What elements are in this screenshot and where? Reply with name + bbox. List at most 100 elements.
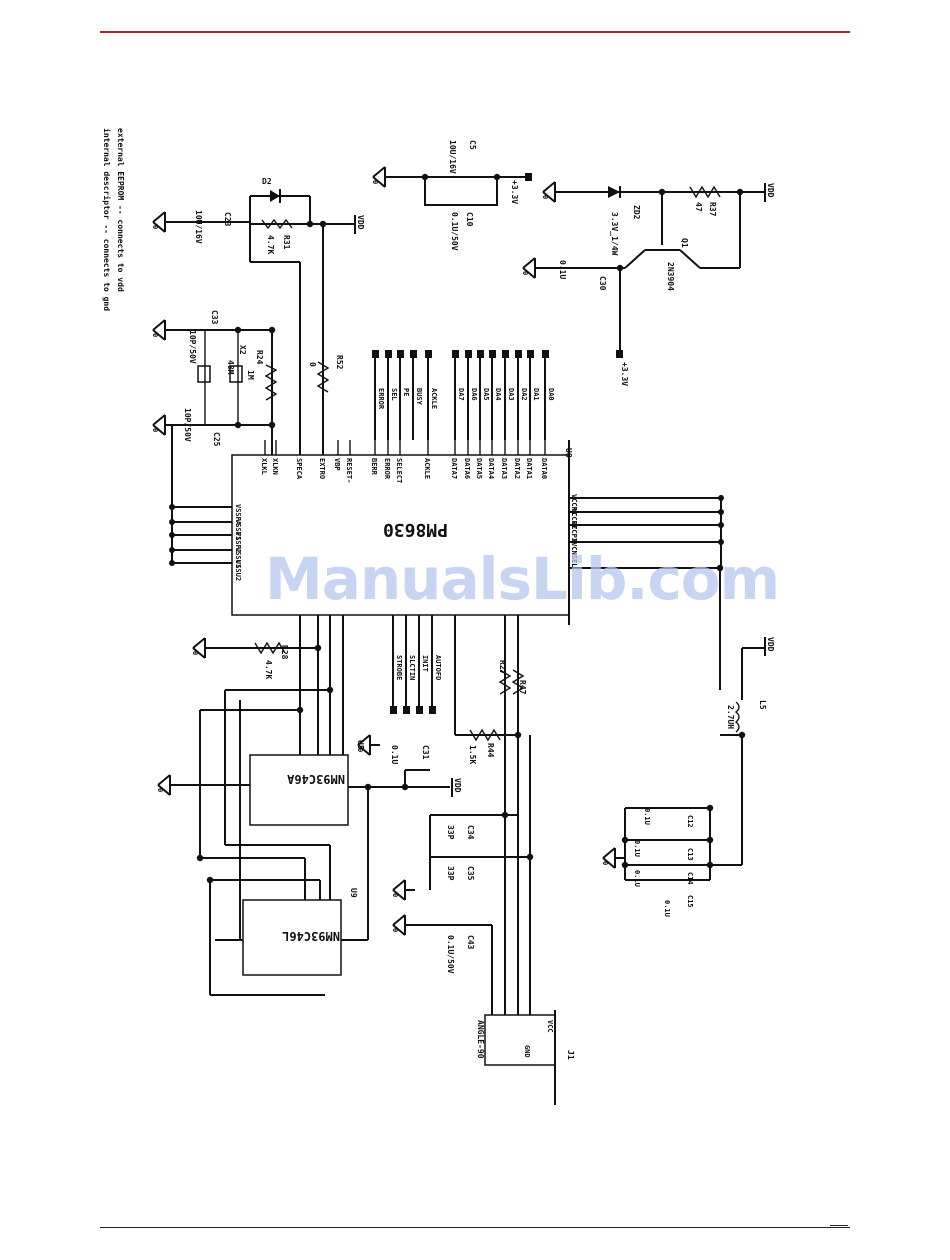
- zd2-value: 3.3V_1/4W: [610, 212, 619, 256]
- chip-pin-label: ACKLE: [423, 458, 431, 479]
- c10-value: 0.1U/50V: [450, 212, 459, 251]
- svg-text:0: 0: [356, 748, 364, 752]
- r44-resistor: [469, 728, 501, 742]
- q1-emitter: [624, 249, 646, 269]
- r52-resistor: [316, 361, 330, 393]
- svg-text:0: 0: [521, 271, 529, 275]
- c23-label: C23: [223, 212, 232, 227]
- c12-label: C12: [686, 815, 694, 828]
- d2-diode: [270, 190, 280, 202]
- junction-dot: [296, 706, 304, 714]
- vdd-label-2: VDD: [766, 183, 775, 198]
- q1-value: 2N3904: [666, 262, 675, 291]
- junction-dot: [493, 173, 501, 181]
- crystal-x2: [197, 365, 211, 383]
- header-rule: [100, 31, 850, 33]
- c13-label: C13: [686, 848, 694, 861]
- c5-c10-loop: [424, 176, 498, 206]
- chip-pin-label: DATA7: [450, 458, 458, 479]
- junction-dot: [401, 783, 409, 791]
- ground-icon: 0: [191, 637, 215, 659]
- c5-value: 10U/16V: [448, 140, 457, 174]
- chip-pin-label: BERR: [370, 458, 378, 476]
- r24-label: R24: [255, 350, 264, 365]
- bottom-net-label: SLCTIN: [408, 655, 416, 680]
- chip-pin-label: RESET-: [345, 458, 353, 483]
- descriptor-note: internal descriptor -- connects to gnd: [102, 128, 112, 311]
- c31-value: 0.1U: [390, 745, 399, 764]
- chip-pin-label: VBP: [333, 458, 341, 471]
- zd2-label: ZD2: [632, 205, 641, 220]
- vdd-label-1: VDD: [356, 215, 365, 230]
- bus-pad: [465, 350, 472, 358]
- x2-label: X2: [238, 345, 247, 355]
- x2-value: 48M: [226, 360, 235, 375]
- j1-connector: [484, 1014, 556, 1066]
- zd2-diode: [608, 186, 620, 198]
- svg-text:0: 0: [371, 180, 379, 184]
- svg-text:0: 0: [391, 928, 399, 932]
- bus-pad: [372, 350, 379, 358]
- chip-pin-label: DATA2: [513, 458, 521, 479]
- q1-collector: [679, 249, 701, 269]
- r31-value: 4.7K: [266, 235, 275, 254]
- u8-ref: U8: [564, 448, 573, 458]
- chip-pin-label: DATA3: [500, 458, 508, 479]
- c5-v33-pad: [525, 173, 532, 181]
- d2-label: D2: [262, 177, 272, 186]
- c34-label: C34: [466, 825, 475, 840]
- svg-text:0: 0: [601, 861, 609, 865]
- junction-dot: [421, 173, 429, 181]
- eeprom-note: external EEPROM -- connects to vdd: [116, 128, 125, 292]
- junction-dot: [364, 783, 372, 791]
- crystal-x2b: [229, 365, 243, 383]
- junction-dots: [196, 173, 746, 884]
- vss-pin-label: VSSP2: [234, 532, 242, 553]
- junction-dot: [621, 861, 629, 869]
- bus-net-label: DA3: [507, 388, 515, 401]
- r44-label: R44: [486, 743, 495, 758]
- junction-dot: [526, 853, 534, 861]
- chip-pin-label: SPECA: [295, 458, 303, 480]
- junction-dot: [706, 804, 714, 812]
- junction-dot: [501, 811, 509, 819]
- svg-text:0: 0: [156, 788, 164, 792]
- ground-icon: 0: [541, 181, 565, 203]
- junction-dot: [738, 731, 746, 739]
- svg-text:0: 0: [191, 651, 199, 655]
- r24-resistor: [264, 364, 278, 401]
- r27-resistor: [498, 669, 512, 695]
- vdd-label-4: VDD: [453, 778, 462, 793]
- junction-dot: [268, 421, 276, 429]
- r47-label: R47: [518, 680, 527, 695]
- r37-value: 47: [694, 202, 703, 212]
- u5-body: [249, 754, 349, 826]
- bus-net-label: DA2: [520, 388, 528, 401]
- bus-pad: [452, 350, 459, 358]
- c30-value: 0.1U: [558, 260, 567, 279]
- c5-label: C5: [468, 140, 477, 150]
- junction-dot: [196, 854, 204, 862]
- ground-icon: 0: [371, 166, 395, 188]
- junction-dot: [234, 421, 242, 429]
- vss-pin-label: VSSP1: [234, 519, 242, 540]
- junction-dot: [314, 644, 322, 652]
- svg-text:0: 0: [151, 428, 159, 432]
- chip-pin-label: XLKN: [271, 458, 279, 475]
- bus-net-label: DA1: [532, 388, 540, 401]
- junction-dot: [616, 264, 624, 272]
- c13-value: 0.1U: [633, 840, 641, 857]
- r52-label: R52: [335, 355, 344, 370]
- chip-pin-label: DATA6: [463, 458, 471, 479]
- footer-tick: [830, 1225, 848, 1226]
- bus-pad: [502, 350, 509, 358]
- bus-pad: [425, 350, 432, 358]
- junction-dot: [206, 876, 214, 884]
- junction-dot: [234, 326, 242, 334]
- vss-pin-label: VSSU2: [234, 560, 242, 581]
